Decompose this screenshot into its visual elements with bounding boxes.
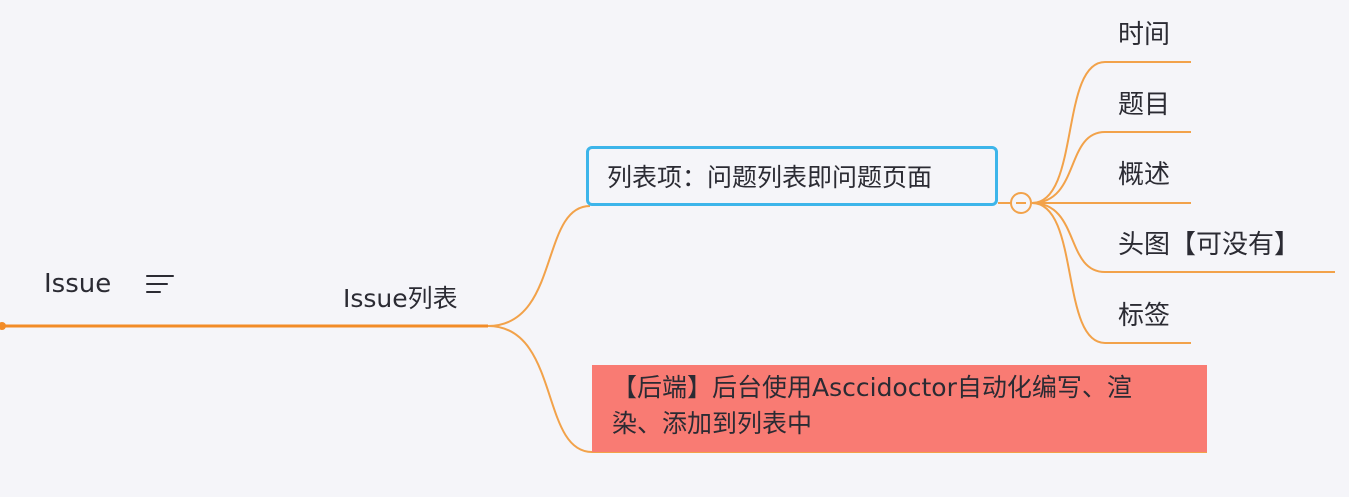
menu-line	[146, 291, 161, 293]
leaf-node-time[interactable]: 时间	[1118, 20, 1171, 50]
leaf-connector-1	[1031, 61, 1191, 204]
leaf-node-tags[interactable]: 标签	[1118, 301, 1171, 331]
leaf-node-summary[interactable]: 概述	[1118, 160, 1171, 190]
root-node-label[interactable]: Issue	[44, 269, 112, 299]
menu-line	[146, 275, 174, 277]
child-node-backend-line1: 【后端】后台使用Asccidoctor自动化编写、渲	[612, 373, 1132, 402]
menu-lines-icon[interactable]	[146, 272, 174, 296]
child-node-list-item-label: 列表项：问题列表即问题页面	[607, 163, 933, 192]
leaf-node-header-image[interactable]: 头图【可没有】	[1118, 230, 1301, 260]
leaf-node-title[interactable]: 题目	[1118, 90, 1171, 120]
leaf-connector-2	[1031, 131, 1191, 204]
branch-to-backend-connector	[487, 325, 593, 453]
leaf-connector-5	[1031, 202, 1191, 344]
branch-node-issue-list[interactable]: Issue列表	[343, 284, 458, 313]
root-dot	[0, 322, 6, 330]
collapse-toggle-button[interactable]	[1010, 192, 1032, 214]
child-node-backend[interactable]: 【后端】后台使用Asccidoctor自动化编写、渲 染、添加到列表中	[592, 365, 1207, 452]
leaf-connector-4	[1031, 202, 1335, 273]
branch-to-list-item-connector	[487, 205, 591, 327]
child-node-list-item[interactable]: 列表项：问题列表即问题页面	[586, 146, 998, 206]
child-node-backend-line2: 染、添加到列表中	[612, 409, 813, 438]
menu-line	[146, 283, 168, 285]
